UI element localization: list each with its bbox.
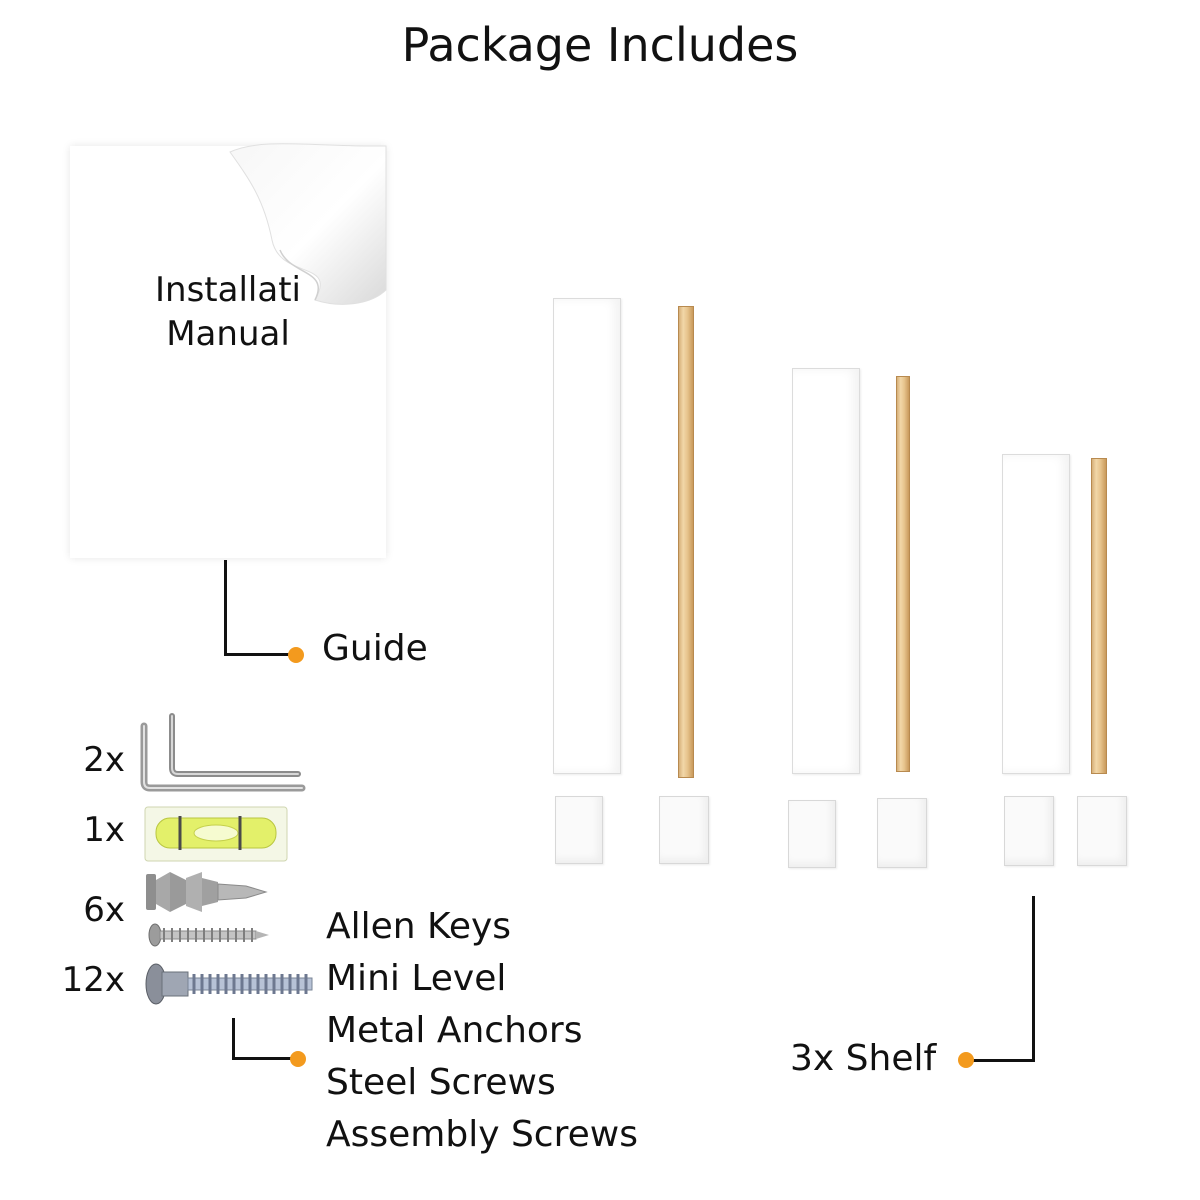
guide-callout-dot <box>288 647 304 663</box>
steel-screws-label: Steel Screws <box>326 1062 556 1103</box>
metal-anchor-icon <box>146 872 268 912</box>
wood-cleat-large <box>678 306 694 778</box>
allen-keys-label: Allen Keys <box>326 906 512 947</box>
wood-cleat-medium <box>896 376 910 772</box>
hardware-callout-line <box>232 1057 292 1060</box>
shelf-callout-line <box>1032 896 1035 1062</box>
mini-level-icon <box>144 806 288 862</box>
shelf-callout-line <box>970 1059 1035 1062</box>
end-cap-medium-right <box>877 798 927 868</box>
guide-callout-line <box>224 560 227 656</box>
guide-label: Guide <box>322 628 428 669</box>
end-cap-small-left <box>1004 796 1054 866</box>
shelf-callout-dot <box>958 1052 974 1068</box>
shelf-label: 3x Shelf <box>790 1038 937 1079</box>
page-curl-icon <box>229 143 387 305</box>
guide-callout-line <box>224 653 290 656</box>
assembly-screw-icon <box>145 963 313 1005</box>
end-cap-large-right <box>659 796 709 864</box>
steel-screw-icon <box>148 923 269 947</box>
hardware-callout-dot <box>290 1051 306 1067</box>
allen-keys-quantity: 2x <box>83 740 125 780</box>
shelf-panel-small <box>1002 454 1070 774</box>
end-cap-medium-left <box>788 800 836 868</box>
screws-quantity: 12x <box>61 960 125 1000</box>
wood-cleat-small <box>1091 458 1107 774</box>
end-cap-small-right <box>1077 796 1127 866</box>
mini-level-label: Mini Level <box>326 958 507 999</box>
shelf-panel-medium <box>792 368 860 774</box>
manual-title-line1: Installati <box>155 270 301 310</box>
anchors-quantity: 6x <box>83 890 125 930</box>
metal-anchors-label: Metal Anchors <box>326 1010 583 1051</box>
hardware-callout-line <box>232 1018 235 1060</box>
shelf-panel-large <box>553 298 621 774</box>
manual-title-line2: Manual <box>166 314 290 354</box>
mini-level-quantity: 1x <box>83 810 125 850</box>
assembly-screws-label: Assembly Screws <box>326 1114 638 1155</box>
allen-keys-icon <box>140 713 306 792</box>
manual-title: Installati Manual <box>70 268 386 356</box>
page-title: Package Includes <box>401 18 799 72</box>
end-cap-large-left <box>555 796 603 864</box>
